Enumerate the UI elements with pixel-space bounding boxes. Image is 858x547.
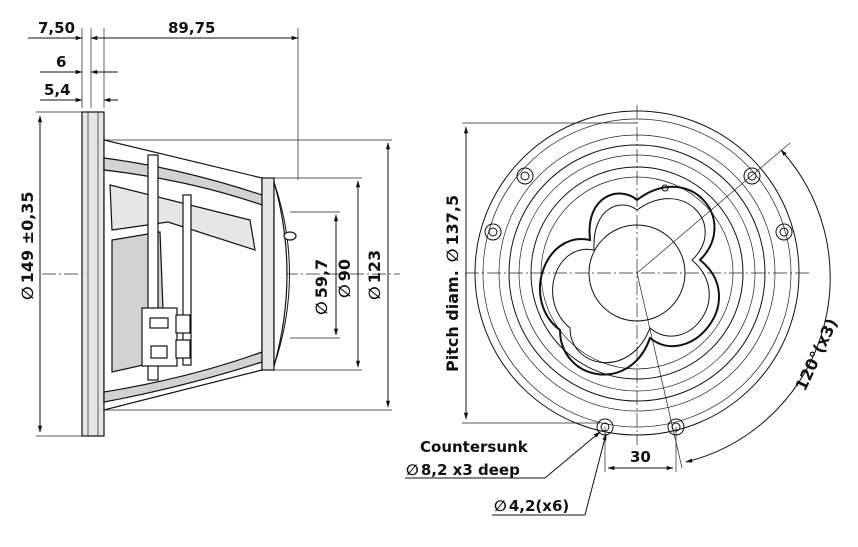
side-view: 7,50 89,75 6 5,4 ∅149 ±0,35 ∅59,7 ∅90 ∅1… (18, 19, 400, 437)
dim-123: ∅123 (365, 250, 384, 300)
dim-89-75: 89,75 (168, 19, 215, 37)
dim-90: ∅90 (335, 259, 354, 298)
dim-5-4: 5,4 (44, 81, 71, 99)
outer-rim (474, 110, 800, 436)
countersunk-label: Countersunk (420, 438, 529, 456)
front-flange (81, 111, 105, 437)
trefoil-phase-plug (538, 186, 720, 376)
hole-diameter-label: ∅4,2(x6) (494, 497, 569, 515)
dim-30: 30 (630, 448, 651, 466)
post-left (147, 154, 159, 381)
angle-label: 120°(x3) (791, 315, 841, 393)
magnet-plate (261, 177, 275, 371)
countersunk-value: ∅8,2 x3 deep (406, 461, 520, 479)
dim-6: 6 (56, 53, 66, 71)
dim-7-50: 7,50 (38, 19, 75, 37)
dim-flange-diameter: ∅149 ±0,35 (18, 191, 37, 300)
center-dome (588, 224, 686, 322)
dim-59-7: ∅59,7 (312, 259, 331, 315)
pitch-diameter-label: Pitch diam.∅137,5 (443, 195, 462, 372)
front-view: Pitch diam.∅137,5 120°(x3) 30 Countersun… (405, 105, 841, 516)
